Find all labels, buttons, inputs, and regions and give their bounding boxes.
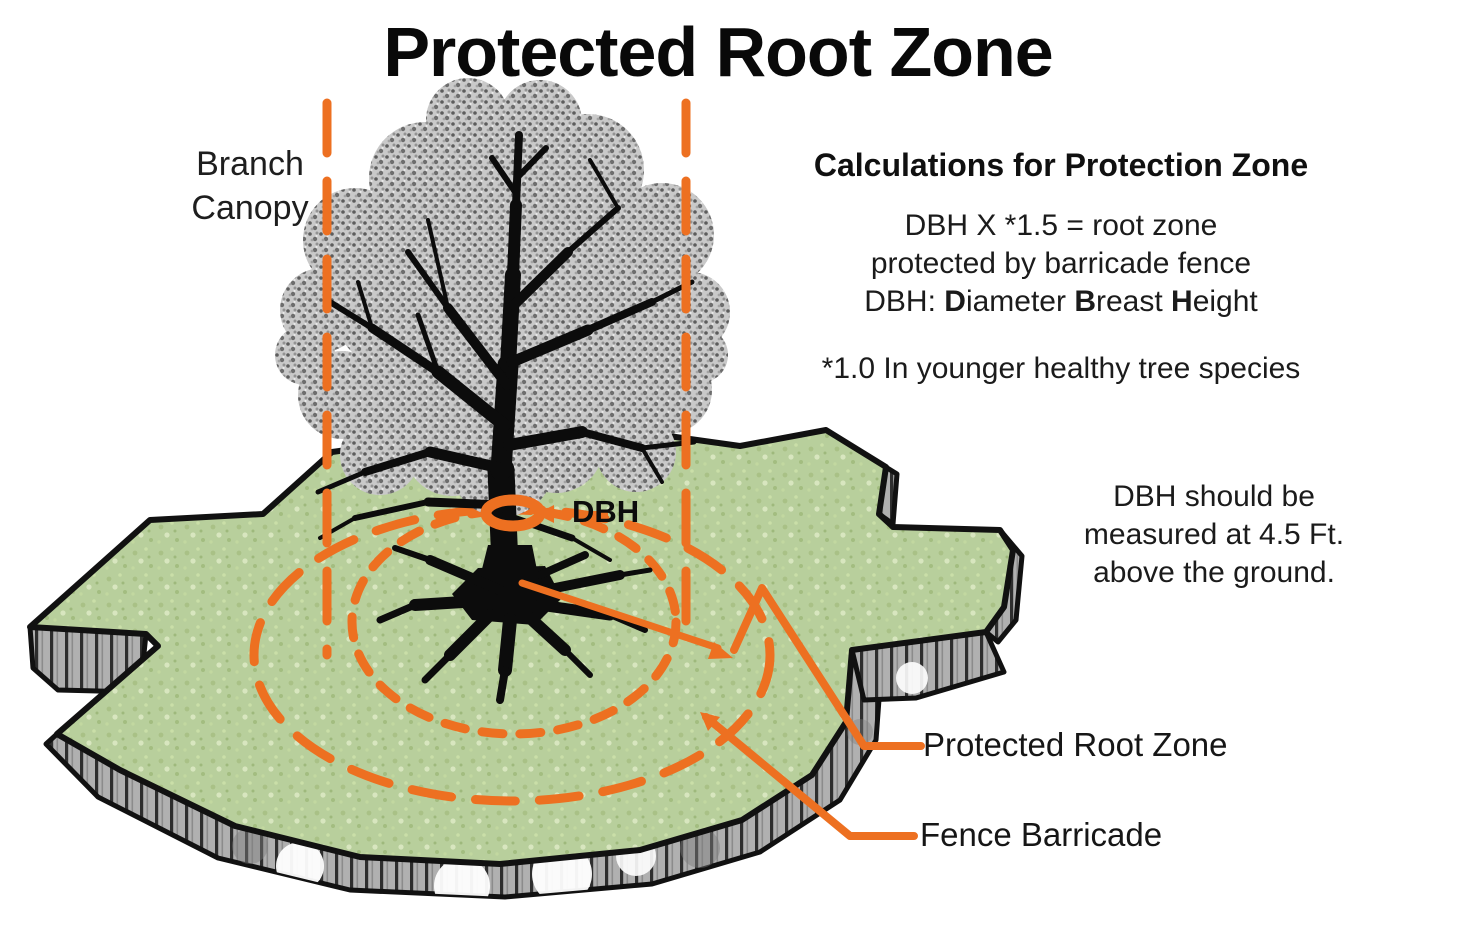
dbh-def-b: B [1074,285,1096,318]
ground-platform [27,427,1025,900]
dbh-arrow [536,505,608,523]
root-zone-arrowhead [708,642,733,659]
dbh-def-h: H [1171,285,1193,318]
measurement-note-line2: measured at 4.5 Ft. [1083,518,1345,551]
dbh-def-h-rest: eight [1192,285,1258,318]
branch-canopy-line2: Canopy [191,189,309,227]
calculations-body: DBH X *1.5 = root zone protected by barr… [760,207,1362,321]
branch-canopy-label: Branch Canopy [160,142,340,230]
protected-root-zone-label: Protected Root Zone [923,726,1228,763]
fence-barricade-arrowhead [700,712,720,731]
branch-canopy-line1: Branch [196,145,304,183]
fence-barricade-leader-line [702,713,918,840]
root-zone-radius-arrow [518,579,722,652]
measurement-note: DBH should be measured at 4.5 Ft. above … [1014,478,1414,592]
dbh-def-b-rest: reast [1095,285,1172,318]
tree-roots [376,545,653,704]
calculations-heading: Calculations for Protection Zone [813,147,1309,183]
formula-line2: protected by barricade fence [870,247,1252,280]
measurement-note-line1: DBH should be [1113,480,1315,513]
dbh-label: DBH [572,494,640,529]
page-title: Protected Root Zone [383,13,1053,91]
protected-root-zone-leader-line [730,584,925,750]
dbh-def-d-rest: iameter [965,285,1075,318]
dbh-definition: DBH: Diameter Breast Height [760,283,1362,321]
dbh-def-prefix: DBH: [864,285,945,318]
dbh-def-d: D [944,285,966,318]
formula-line1: DBH X *1.5 = root zone [904,209,1218,242]
soil-band-patches [232,662,928,897]
fence-barricade-label: Fence Barricade [920,816,1163,853]
calculations-footnote: *1.0 In younger healthy tree species [821,352,1301,385]
measurement-note-line3: above the ground. [1093,556,1335,589]
